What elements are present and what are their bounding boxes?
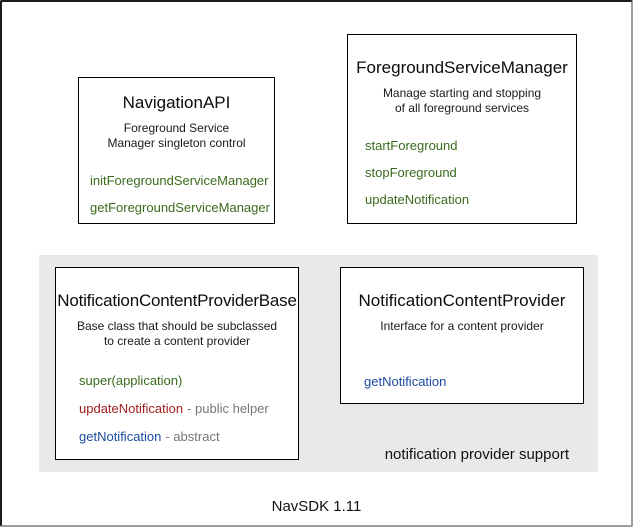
method-name: startForeground	[365, 138, 458, 153]
class-description: Base class that should be subclassed to …	[56, 319, 298, 349]
method-super-application: super(application)	[79, 373, 298, 388]
method-list: super(application) updateNotification- p…	[56, 373, 298, 444]
method-annotation: - abstract	[165, 429, 220, 444]
description-line: Foreground Service	[123, 121, 230, 135]
method-name: stopForeground	[365, 165, 457, 180]
method-name: getNotification	[364, 374, 447, 389]
method-name: updateNotification	[79, 401, 184, 416]
method-stopForeground: stopForeground	[365, 165, 576, 180]
class-title-notification-content-provider-base: NotificationContentProviderBase	[57, 291, 297, 310]
method-list: initForegroundServiceManager getForegrou…	[79, 173, 274, 215]
class-title-notification-content-provider: NotificationContentProvider	[358, 291, 566, 310]
method-name: super(application)	[79, 373, 183, 388]
method-getNotification: getNotification- abstract	[79, 429, 298, 444]
method-name: updateNotification	[365, 192, 470, 207]
method-list: getNotification	[341, 374, 583, 389]
class-description: Manage starting and stopping of all fore…	[348, 86, 576, 116]
description-line: Manager singleton control	[107, 136, 246, 150]
method-list: startForeground stopForeground updateNot…	[348, 138, 576, 207]
description-line: Manage starting and stopping	[382, 86, 542, 100]
class-box-navigation-api: NavigationAPI Foreground Service Manager…	[78, 77, 275, 224]
method-getNotification: getNotification	[364, 374, 583, 389]
group-label-notification-provider-support: notification provider support	[384, 446, 569, 463]
method-updateNotification: updateNotification	[365, 192, 576, 207]
description-line: Interface for a content provider	[380, 319, 544, 333]
method-name: getForegroundServiceManager	[90, 200, 270, 215]
class-description: Foreground Service Manager singleton con…	[79, 121, 274, 151]
description-line: of all foreground services	[394, 101, 530, 115]
class-title-navigation-api: NavigationAPI	[122, 93, 231, 112]
description-line: to create a content provider	[103, 334, 251, 348]
class-description: Interface for a content provider	[341, 319, 583, 334]
method-initForegroundServiceManager: initForegroundServiceManager	[90, 173, 274, 188]
method-updateNotification: updateNotification- public helper	[79, 401, 298, 416]
class-box-notification-content-provider-base: NotificationContentProviderBase Base cla…	[55, 267, 299, 460]
method-getForegroundServiceManager: getForegroundServiceManager	[90, 200, 274, 215]
method-name: initForegroundServiceManager	[90, 173, 269, 188]
method-startForeground: startForeground	[365, 138, 576, 153]
diagram-caption-navsdk-version: NavSDK 1.11	[271, 498, 362, 515]
description-line: Base class that should be subclassed	[76, 319, 278, 333]
method-annotation: - public helper	[187, 401, 269, 416]
method-name: getNotification	[79, 429, 162, 444]
class-title-foreground-service-manager: ForegroundServiceManager	[356, 58, 568, 77]
class-box-notification-content-provider: NotificationContentProvider Interface fo…	[340, 267, 584, 404]
class-box-foreground-service-manager: ForegroundServiceManager Manage starting…	[347, 34, 577, 224]
